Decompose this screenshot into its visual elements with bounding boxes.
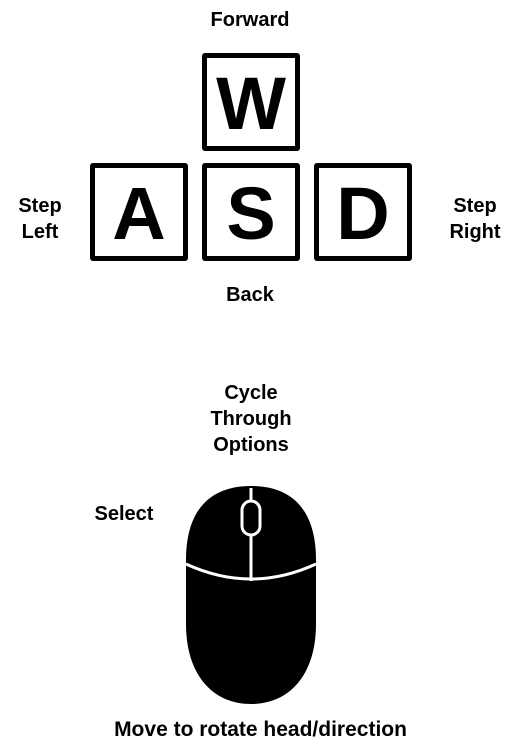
w-key-letter: W [216, 62, 286, 145]
a-key-letter: A [112, 172, 166, 255]
s-key: S [202, 163, 300, 261]
mouse-icon [185, 486, 317, 704]
move-rotate-label: Move to rotate head/direction [114, 718, 407, 741]
step-right-label-line-1: Step [453, 195, 497, 217]
d-key: D [314, 163, 412, 261]
step-right-label: Step Right [440, 193, 510, 245]
cycle-options-label-line-3: Options [213, 434, 289, 456]
mouse-body-separator [185, 562, 317, 581]
step-left-label: Step Left [8, 193, 72, 245]
step-left-label-line-1: Step [18, 195, 62, 217]
cycle-options-label-line-1: Cycle [224, 382, 278, 404]
s-key-letter: S [226, 172, 276, 255]
cycle-options-label: Cycle Through Options [186, 380, 316, 458]
forward-label: Forward [210, 9, 290, 31]
step-left-label-line-2: Left [21, 221, 59, 243]
scroll-wheel-icon [240, 499, 262, 537]
step-right-label-line-2: Right [449, 221, 501, 243]
select-label: Select [94, 503, 154, 525]
mouse-body [186, 486, 316, 704]
w-key: W [202, 53, 300, 151]
d-key-letter: D [336, 172, 390, 255]
back-label: Back [226, 284, 274, 306]
cycle-options-label-line-2: Through [210, 408, 292, 430]
a-key: A [90, 163, 188, 261]
